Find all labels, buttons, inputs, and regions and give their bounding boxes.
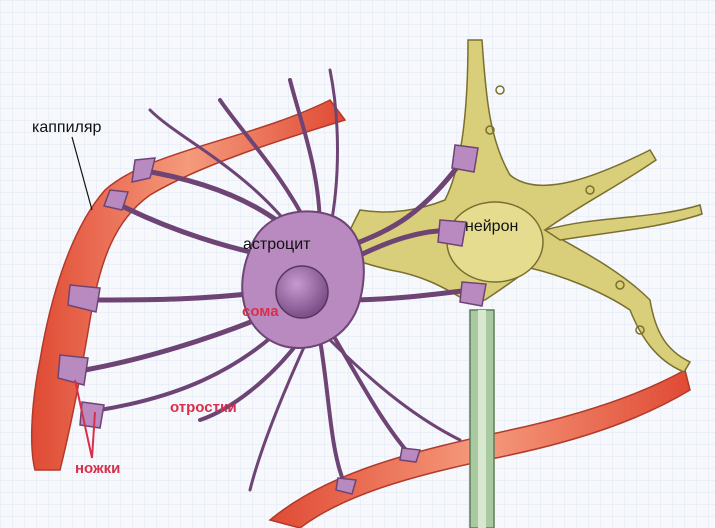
processes-label: отростки bbox=[170, 399, 237, 416]
leader-lines bbox=[71, 136, 93, 211]
neuron-cell bbox=[339, 39, 703, 373]
soma-label: сома bbox=[242, 303, 279, 320]
neuron-label: нейрон bbox=[465, 218, 518, 235]
feet-label: ножки bbox=[75, 460, 120, 477]
capillary-label: каппиляр bbox=[32, 119, 102, 136]
feet-leader-lines bbox=[74, 379, 96, 459]
astrocyte-feet bbox=[57, 144, 487, 495]
neuron-axon bbox=[469, 309, 495, 528]
astrocyte-label: астроцит bbox=[243, 236, 311, 253]
soma-nucleus bbox=[275, 265, 329, 319]
astrocyte-cell bbox=[241, 210, 365, 349]
